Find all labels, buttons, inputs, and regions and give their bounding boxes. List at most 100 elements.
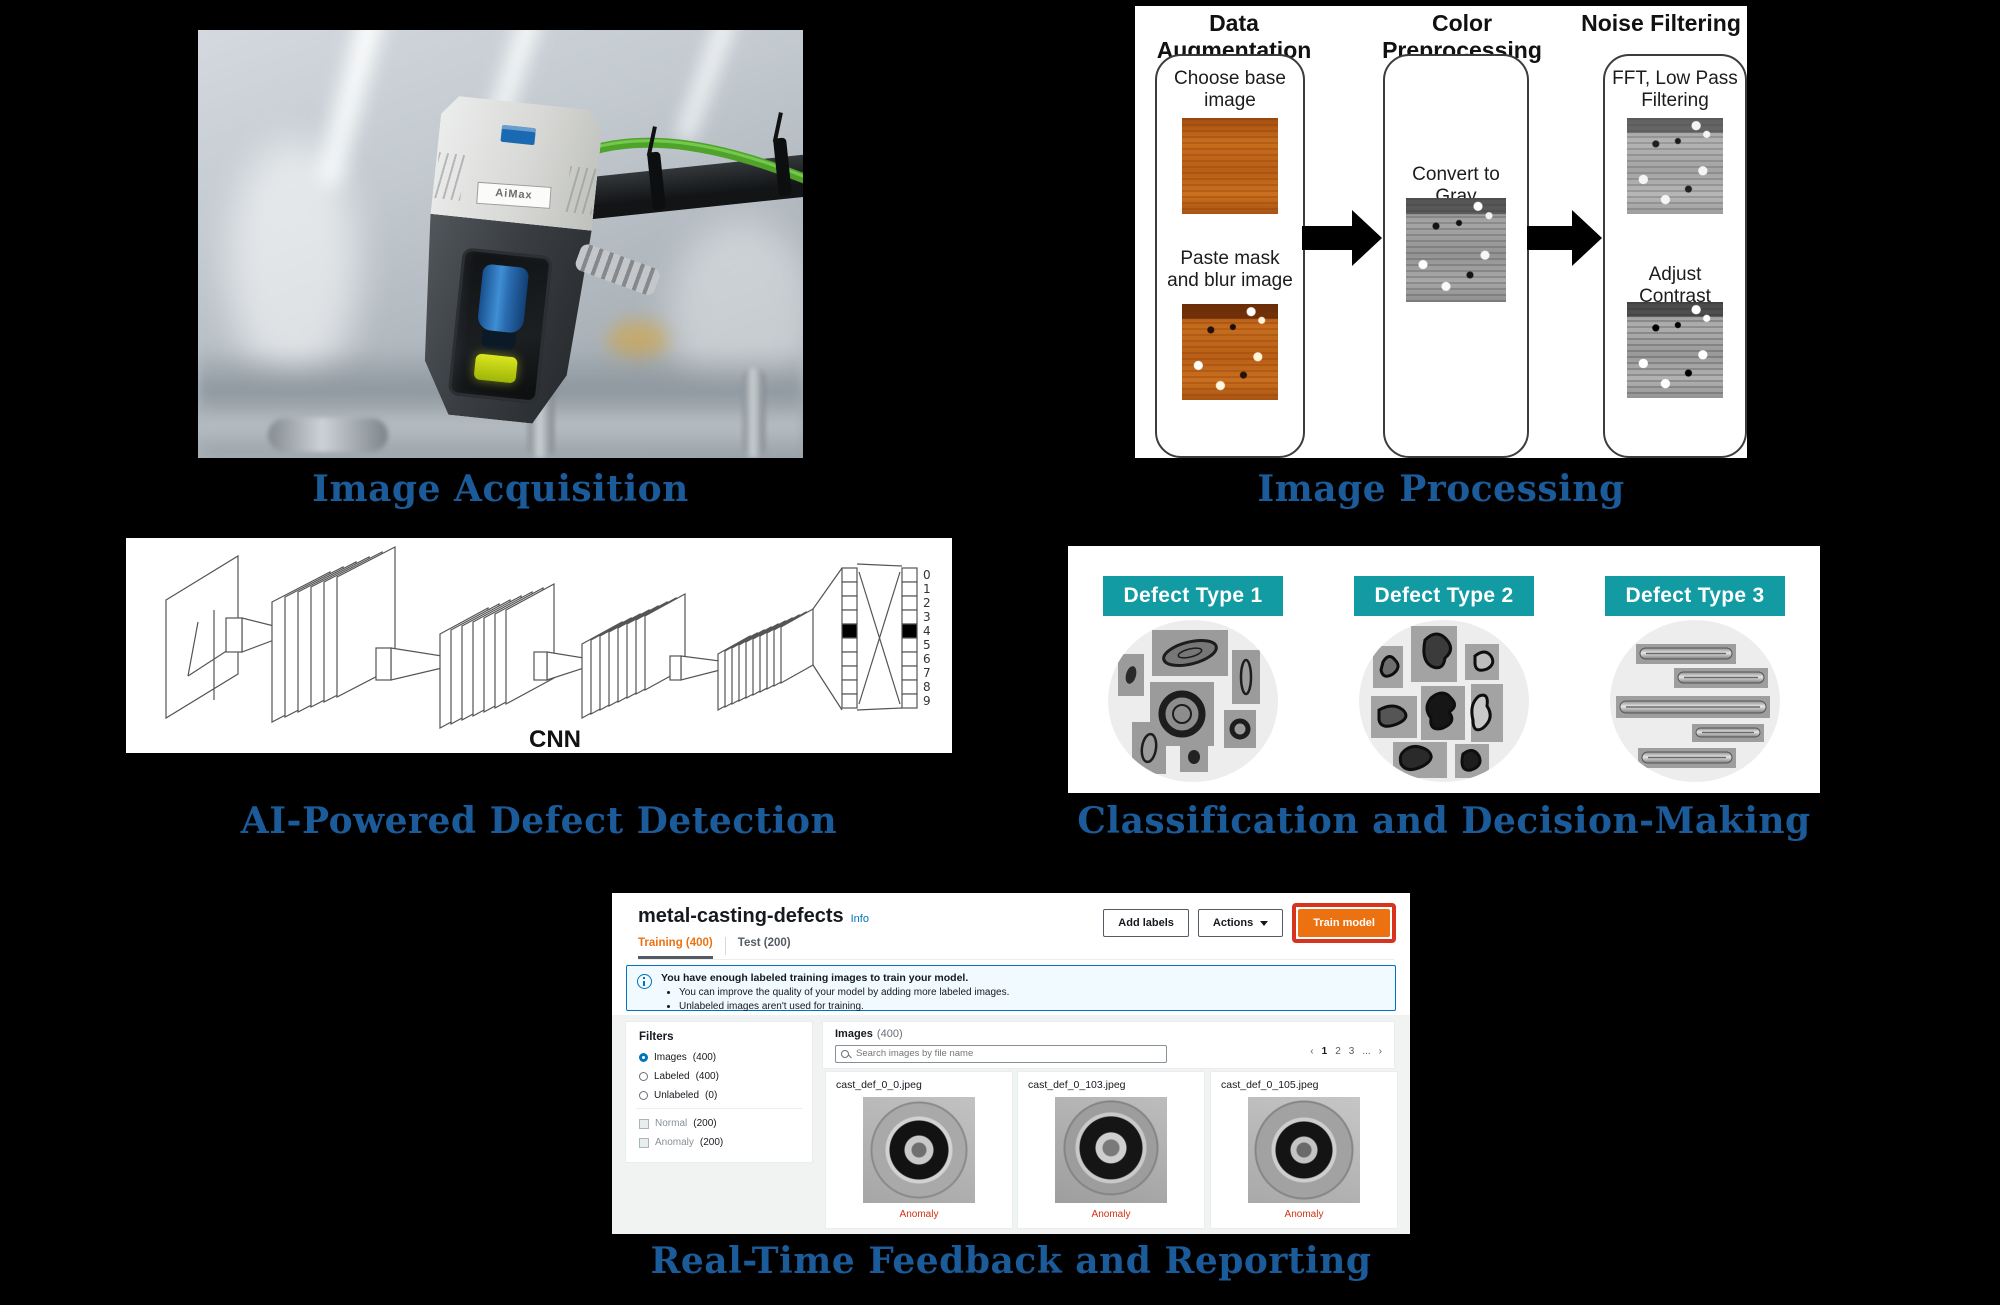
flow-arrow-icon <box>1302 210 1382 266</box>
radio-icon <box>639 1072 648 1081</box>
casting-image <box>1055 1097 1167 1203</box>
contrast-image-thumbnail <box>1627 302 1723 398</box>
filter-count: (0) <box>705 1090 718 1101</box>
defect-detection-panel: 0 1 2 3 4 5 6 7 8 9 CNN <box>126 538 952 753</box>
add-labels-button[interactable]: Add labels <box>1103 909 1189 937</box>
next-page-chevron[interactable]: › <box>1378 1046 1382 1057</box>
class-digit-labels: 0 1 2 3 4 5 6 7 8 9 <box>923 568 931 708</box>
actions-button[interactable]: Actions <box>1197 909 1284 937</box>
bolt-shape <box>743 368 765 458</box>
image-processing-panel: Data Augmentation Color Preprocessing No… <box>1135 6 1747 458</box>
dataset-name: metal-casting-defects <box>638 905 844 927</box>
filter-class-anomaly[interactable]: Anomaly (200) <box>639 1137 723 1148</box>
image-card[interactable]: cast_def_0_103.jpeg Anomaly <box>1017 1071 1205 1229</box>
feedback-console-panel: metal-casting-defects Info Add labels Act… <box>612 893 1410 1234</box>
chevron-down-icon <box>1260 920 1269 926</box>
camera-head: AiMax <box>430 94 604 232</box>
cnn-architecture-diagram: 0 1 2 3 4 5 6 7 8 9 CNN <box>165 546 931 753</box>
radio-selected-icon <box>639 1053 648 1062</box>
cnn-label: CNN <box>529 726 581 753</box>
banner-bullet: You can improve the quality of your mode… <box>679 987 1009 998</box>
caption-image-acquisition: Image Acquisition <box>312 468 689 510</box>
filtering-column: FFT, Low Pass Filtering Adjust Contrast <box>1603 54 1747 458</box>
filter-count: (200) <box>699 1137 724 1148</box>
svg-text:0: 0 <box>923 568 931 582</box>
filter-count: (200) <box>693 1118 717 1129</box>
caption-feedback: Real-Time Feedback and Reporting <box>650 1240 1372 1282</box>
checkbox-icon <box>639 1118 649 1129</box>
filter-label: Normal <box>655 1118 688 1129</box>
camera-device: AiMax <box>410 94 662 427</box>
svg-text:7: 7 <box>923 666 931 680</box>
defect-type-3-group: Defect Type 3 <box>1570 546 1820 793</box>
defect-samples-2 <box>1359 620 1529 782</box>
svg-text:9: 9 <box>923 694 931 708</box>
actions-label: Actions <box>1212 917 1254 929</box>
lens-icon <box>476 263 530 335</box>
svg-text:8: 8 <box>923 680 931 694</box>
svg-text:6: 6 <box>923 652 931 666</box>
filter-count: (400) <box>692 1052 717 1063</box>
search-icon <box>841 1049 849 1058</box>
augmentation-column: Choose base image Paste mask and blur im… <box>1155 54 1305 458</box>
anomaly-label: Anomaly <box>1284 1209 1324 1220</box>
images-header: Images(400) <box>835 1028 903 1040</box>
filters-title: Filters <box>639 1031 674 1043</box>
svg-text:3: 3 <box>923 610 931 624</box>
train-model-highlight: Train model <box>1292 903 1396 943</box>
filter-option-unlabeled[interactable]: Unlabeled (0) <box>639 1090 717 1101</box>
image-filename: cast_def_0_103.jpeg <box>1028 1079 1126 1091</box>
info-icon <box>637 974 652 989</box>
filter-label: Anomaly <box>655 1137 694 1148</box>
filter-label: Images <box>654 1052 687 1063</box>
defect-type-1-group: Defect Type 1 <box>1068 546 1318 793</box>
step-label: FFT, Low Pass Filtering <box>1612 68 1738 112</box>
indicator-light <box>473 353 518 384</box>
svg-text:1: 1 <box>923 582 931 596</box>
camera-window <box>447 247 553 404</box>
caption-defect-detection: AI-Powered Defect Detection <box>240 800 838 842</box>
info-link[interactable]: Info <box>850 913 869 925</box>
banner-bullet: Unlabeled images aren't used for trainin… <box>679 1001 1009 1012</box>
image-filename: cast_def_0_0.jpeg <box>836 1079 922 1091</box>
filter-option-images[interactable]: Images (400) <box>639 1052 716 1063</box>
svg-text:2: 2 <box>923 596 931 610</box>
image-card[interactable]: cast_def_0_105.jpeg Anomaly <box>1210 1071 1398 1229</box>
image-acquisition-panel: AiMax <box>198 30 803 458</box>
output-vector-cells <box>841 567 918 709</box>
search-box <box>835 1045 1167 1063</box>
defect-type-2-group: Defect Type 2 <box>1319 546 1569 793</box>
fft-image-thumbnail <box>1627 118 1723 214</box>
tabs-rule <box>638 959 1394 960</box>
step-label: Choose base image <box>1174 68 1286 112</box>
casting-image <box>1248 1097 1360 1203</box>
filter-class-normal[interactable]: Normal (200) <box>639 1118 717 1129</box>
anomaly-label: Anomaly <box>1091 1209 1131 1220</box>
radio-icon <box>639 1091 648 1100</box>
tab-test[interactable]: Test (200) <box>737 937 791 949</box>
filter-option-labeled[interactable]: Labeled (400) <box>639 1071 719 1082</box>
page-2[interactable]: 2 <box>1335 1046 1341 1057</box>
classification-panel: Defect Type 1 <box>1068 546 1820 793</box>
image-card[interactable]: cast_def_0_0.jpeg Anomaly <box>825 1071 1013 1229</box>
stage-heading-noise-filtering: Noise Filtering <box>1581 10 1741 36</box>
tab-divider <box>724 937 726 955</box>
image-filename: cast_def_0_105.jpeg <box>1221 1079 1319 1091</box>
prev-page-chevron[interactable]: ‹ <box>1310 1046 1314 1057</box>
svg-text:4: 4 <box>923 624 931 638</box>
page-1[interactable]: 1 <box>1321 1046 1328 1057</box>
train-model-button[interactable]: Train model <box>1298 909 1390 937</box>
caption-image-processing: Image Processing <box>1257 468 1625 510</box>
flow-arrow-icon <box>1527 210 1602 266</box>
defect-type-2-banner: Defect Type 2 <box>1354 576 1534 616</box>
images-header-count: (400) <box>876 1028 903 1040</box>
page-3[interactable]: 3 <box>1348 1046 1355 1057</box>
defect-samples-1 <box>1108 620 1278 782</box>
images-header-label: Images <box>835 1028 873 1040</box>
caption-classification: Classification and Decision-Making <box>1077 800 1811 842</box>
tab-training[interactable]: Training (400) <box>638 937 713 959</box>
search-input[interactable] <box>854 1047 1158 1060</box>
brand-logo <box>500 125 536 145</box>
filters-sidebar: Filters Images (400) Labeled (400) Unlab… <box>625 1021 813 1163</box>
